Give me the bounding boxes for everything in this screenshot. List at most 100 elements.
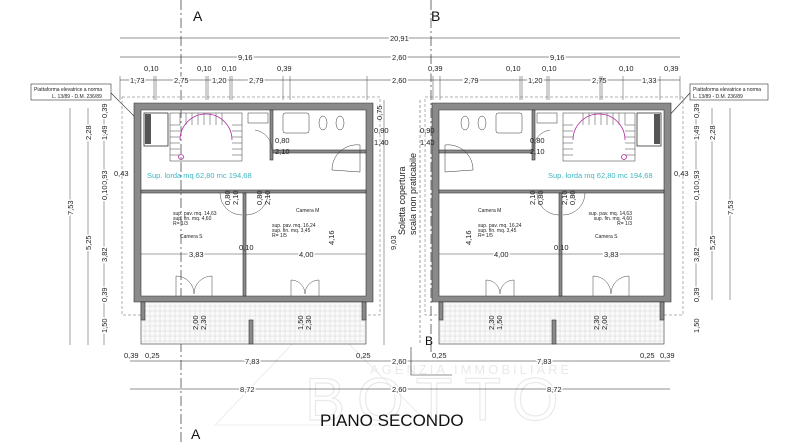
staircase bbox=[169, 112, 243, 162]
section-label-a-top: A bbox=[193, 8, 203, 24]
area-label: Sup. lorda mq 62,80 mc 194,68 bbox=[147, 171, 252, 180]
svg-text:0,80: 0,80 bbox=[255, 190, 264, 205]
svg-text:7,83: 7,83 bbox=[537, 357, 552, 366]
svg-text:2,10: 2,10 bbox=[231, 190, 240, 205]
exterior-wall bbox=[133, 102, 374, 303]
window-door bbox=[175, 275, 213, 296]
svg-text:0,39: 0,39 bbox=[100, 103, 109, 118]
svg-text:0,39: 0,39 bbox=[124, 351, 139, 360]
svg-text:5,25: 5,25 bbox=[84, 235, 93, 250]
svg-text:1,33: 1,33 bbox=[642, 76, 657, 85]
svg-text:0,39: 0,39 bbox=[277, 64, 292, 73]
svg-text:4,16: 4,16 bbox=[327, 230, 336, 245]
svg-text:0,10: 0,10 bbox=[692, 185, 701, 200]
staircase bbox=[562, 112, 636, 162]
window-door bbox=[592, 275, 630, 296]
svg-text:0,80: 0,80 bbox=[568, 190, 577, 205]
svg-text:0,39: 0,39 bbox=[660, 351, 675, 360]
svg-text:Soletta copertura: Soletta copertura bbox=[397, 166, 407, 235]
svg-text:0,10: 0,10 bbox=[554, 243, 569, 252]
svg-text:0,10: 0,10 bbox=[197, 64, 212, 73]
door-swing bbox=[562, 192, 586, 216]
room-label-camera-m: Camera M bbox=[296, 208, 319, 214]
svg-text:0,80: 0,80 bbox=[536, 190, 545, 205]
svg-text:2,30: 2,30 bbox=[487, 315, 496, 330]
bathtub-icon bbox=[282, 112, 310, 134]
svg-text:L. 13/89 - D.M. 236/89: L. 13/89 - D.M. 236/89 bbox=[52, 94, 102, 100]
svg-text:0,93: 0,93 bbox=[100, 170, 109, 185]
room-label-camera-m: Camera M bbox=[478, 208, 501, 214]
door-swing bbox=[245, 192, 269, 216]
svg-text:0,25: 0,25 bbox=[432, 351, 447, 360]
svg-text:2,00: 2,00 bbox=[191, 315, 200, 330]
door-swing bbox=[536, 192, 560, 216]
side-dimensions: 7,532,285,250,391,490,930,103,820,391,50… bbox=[65, 102, 737, 345]
svg-text:sup. pav. mq. 14,63: sup. pav. mq. 14,63 bbox=[173, 211, 217, 217]
svg-text:9,16: 9,16 bbox=[238, 53, 253, 62]
svg-text:0,10: 0,10 bbox=[100, 185, 109, 200]
svg-text:L. 13/89 - D.M. 236/89: L. 13/89 - D.M. 236/89 bbox=[693, 94, 743, 100]
svg-text:0,39: 0,39 bbox=[664, 64, 679, 73]
window-door bbox=[290, 279, 320, 296]
svg-text:0,25: 0,25 bbox=[640, 351, 655, 360]
svg-text:0,90: 0,90 bbox=[420, 126, 435, 135]
section-label-b-top: B bbox=[431, 8, 440, 24]
bath-wall bbox=[438, 149, 533, 154]
balcony bbox=[438, 301, 665, 345]
svg-text:sup. fin. mq. 4,60: sup. fin. mq. 4,60 bbox=[594, 216, 633, 222]
sink-icon bbox=[536, 112, 558, 124]
svg-text:3,83: 3,83 bbox=[604, 250, 619, 259]
svg-text:7,53: 7,53 bbox=[726, 200, 735, 215]
partition-wall bbox=[242, 192, 247, 297]
watermark-logo: AGENZIA IMMOBILIARE BOTTO bbox=[213, 314, 572, 434]
bath-wall bbox=[269, 109, 274, 161]
svg-text:2,30: 2,30 bbox=[199, 315, 208, 330]
svg-text:0,80: 0,80 bbox=[530, 136, 545, 145]
window-door bbox=[485, 279, 515, 296]
svg-text:0,39: 0,39 bbox=[100, 287, 109, 302]
svg-text:0,10: 0,10 bbox=[542, 64, 557, 73]
partition-wall bbox=[558, 192, 563, 297]
sink-icon bbox=[247, 112, 269, 124]
svg-text:0,39: 0,39 bbox=[692, 287, 701, 302]
svg-text:20,91: 20,91 bbox=[390, 34, 409, 43]
svg-text:BOTTO: BOTTO bbox=[305, 366, 571, 433]
svg-text:0,80: 0,80 bbox=[223, 190, 232, 205]
svg-text:2,75: 2,75 bbox=[592, 76, 607, 85]
shower-icon bbox=[444, 144, 474, 173]
svg-text:R= 1/3: R= 1/3 bbox=[617, 221, 632, 227]
svg-text:0,93: 0,93 bbox=[692, 170, 701, 185]
shower-icon bbox=[331, 144, 361, 173]
svg-text:2,10: 2,10 bbox=[530, 147, 545, 156]
svg-text:0,90: 0,90 bbox=[374, 126, 389, 135]
svg-text:1,50: 1,50 bbox=[296, 315, 305, 330]
svg-text:R= 1/5: R= 1/5 bbox=[272, 233, 287, 239]
svg-text:Piattaforma elevatrice a norma: Piattaforma elevatrice a norma bbox=[34, 87, 102, 93]
svg-text:4,16: 4,16 bbox=[464, 230, 473, 245]
svg-text:3,83: 3,83 bbox=[189, 250, 204, 259]
svg-text:4,00: 4,00 bbox=[494, 250, 509, 259]
svg-text:AGENZIA IMMOBILIARE: AGENZIA IMMOBILIARE bbox=[370, 362, 572, 377]
unit-right bbox=[424, 96, 684, 345]
unit-left-labels: Sup. lorda mq 62,80 mc 194,68 sup. pav. m… bbox=[147, 136, 336, 330]
svg-text:9,16: 9,16 bbox=[550, 53, 565, 62]
svg-text:2,10: 2,10 bbox=[528, 190, 537, 205]
svg-text:4,00: 4,00 bbox=[299, 250, 314, 259]
svg-text:2,79: 2,79 bbox=[464, 76, 479, 85]
svg-text:2,10: 2,10 bbox=[263, 190, 272, 205]
balcony bbox=[140, 301, 367, 345]
svg-text:0,10: 0,10 bbox=[222, 64, 237, 73]
svg-text:1,20: 1,20 bbox=[212, 76, 227, 85]
svg-text:2,60: 2,60 bbox=[392, 385, 407, 394]
svg-text:2,60: 2,60 bbox=[392, 76, 407, 85]
svg-text:0,25: 0,25 bbox=[356, 351, 371, 360]
svg-text:1,50: 1,50 bbox=[100, 318, 109, 333]
svg-text:R= 1/5: R= 1/5 bbox=[478, 233, 493, 239]
top-dimensions: 20,91 9,16 2,60 9,16 1,730,102,750,101,2… bbox=[119, 33, 681, 100]
svg-text:2,28: 2,28 bbox=[84, 125, 93, 140]
svg-text:R= 1/3: R= 1/3 bbox=[173, 221, 188, 227]
svg-text:5,25: 5,25 bbox=[708, 235, 717, 250]
door-swing bbox=[219, 192, 243, 216]
svg-text:2,00: 2,00 bbox=[600, 315, 609, 330]
